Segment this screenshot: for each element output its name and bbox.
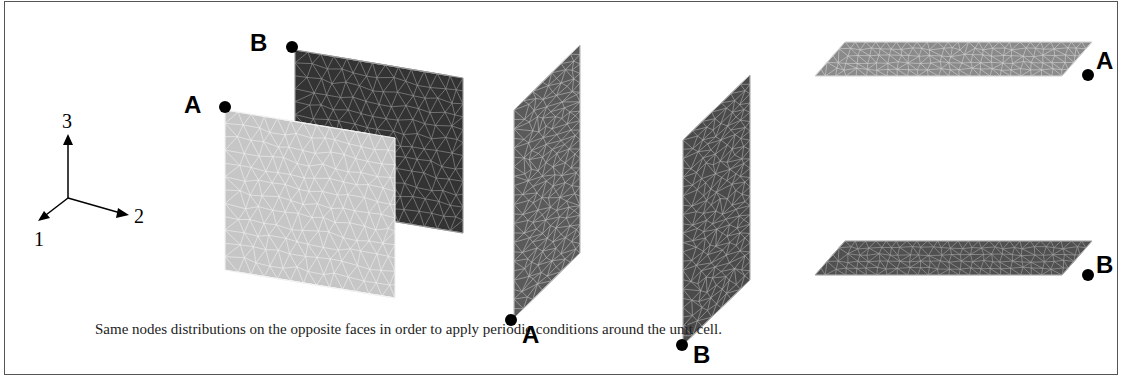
corner-label: B: [693, 342, 710, 368]
mesh-face: [514, 45, 580, 318]
mesh-face: [815, 42, 1092, 76]
corner-label: A: [1096, 48, 1113, 74]
corner-label: B: [250, 30, 267, 56]
axes-triad: [38, 134, 129, 221]
axis-label: 3: [62, 110, 72, 132]
axis-label: 2: [134, 205, 144, 227]
meshed-faces: [225, 42, 1092, 345]
axis-label: 1: [34, 228, 44, 250]
corner-label: B: [1096, 252, 1113, 278]
corner-label: A: [184, 92, 201, 118]
figure-frame: [5, 2, 1118, 375]
corner-dots: [219, 41, 1094, 351]
mesh-face: [815, 241, 1092, 275]
mesh-face: [683, 75, 750, 345]
figure-caption: Same nodes distributions on the opposite…: [95, 321, 722, 338]
mesh-face: [225, 110, 395, 298]
